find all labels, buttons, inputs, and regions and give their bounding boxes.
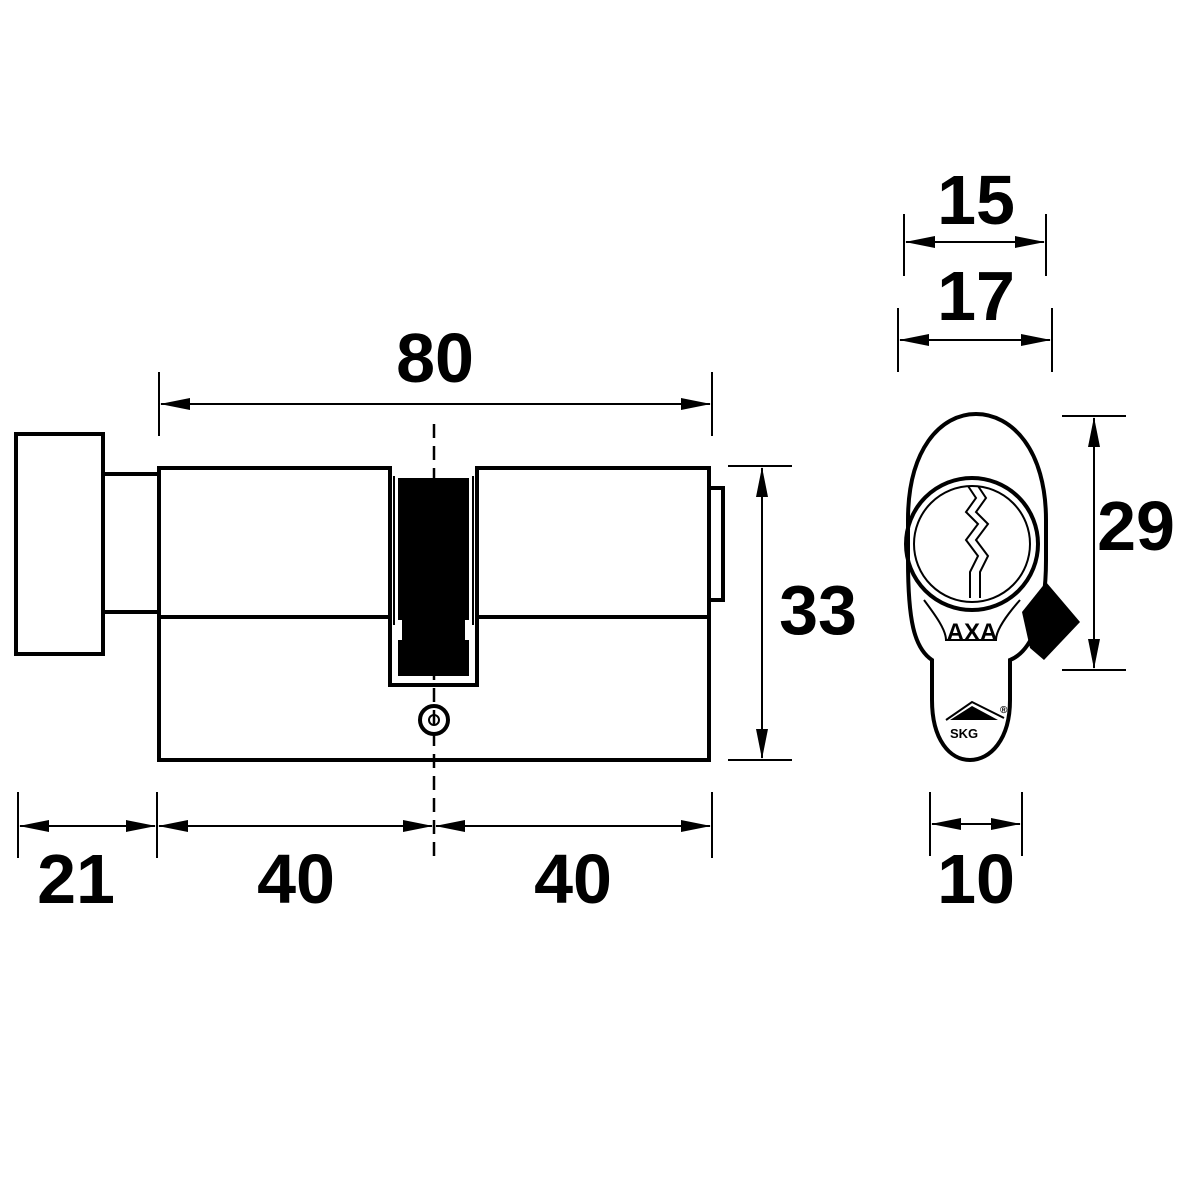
dimension-profile-17: 17 xyxy=(897,257,1053,372)
cylinder-side-view xyxy=(14,424,725,862)
profile-neck xyxy=(923,599,1021,641)
dim-label-21: 21 xyxy=(37,840,115,918)
dimension-cam-width: 10 xyxy=(929,792,1023,918)
dim-label-40-right: 40 xyxy=(534,840,612,918)
dimension-profile-height: 29 xyxy=(1062,415,1175,671)
dim-label-17: 17 xyxy=(937,257,1015,335)
profile-outer xyxy=(906,411,1048,763)
dim-label-40-left: 40 xyxy=(257,840,335,918)
end-tab xyxy=(707,486,725,602)
dimension-bottom-chain: 21 40 40 xyxy=(17,792,713,918)
dim-label-10: 10 xyxy=(937,840,1015,918)
brand-logo-text: AXA xyxy=(947,619,998,646)
dim-label-29: 29 xyxy=(1097,487,1175,565)
cam-tab xyxy=(1022,582,1080,660)
dim-label-15: 15 xyxy=(937,161,1015,239)
dim-label-33: 33 xyxy=(779,571,857,649)
cam xyxy=(398,478,469,676)
keyway-icon xyxy=(964,485,980,598)
plug-circle xyxy=(904,476,1040,612)
cam-slot-frame xyxy=(388,468,479,687)
dimension-overall-length: 80 xyxy=(158,319,713,436)
svg-text:SKG: SKG xyxy=(950,726,978,741)
svg-text:®: ® xyxy=(1000,705,1008,716)
cylinder-end-view: AXA SKG ® xyxy=(904,411,1080,763)
right-upper-body xyxy=(475,466,711,619)
thumb-turn-knob xyxy=(14,432,105,656)
skg-certification-icon: SKG ® xyxy=(945,700,1008,741)
dim-label-80: 80 xyxy=(396,319,474,397)
keyway-icon-outline xyxy=(974,485,990,598)
plug-inner-circle xyxy=(913,485,1031,603)
dimension-profile-15: 15 xyxy=(903,161,1047,276)
dimension-height: 33 xyxy=(728,465,857,761)
knob-shaft xyxy=(101,472,161,614)
left-upper-body xyxy=(157,466,392,760)
